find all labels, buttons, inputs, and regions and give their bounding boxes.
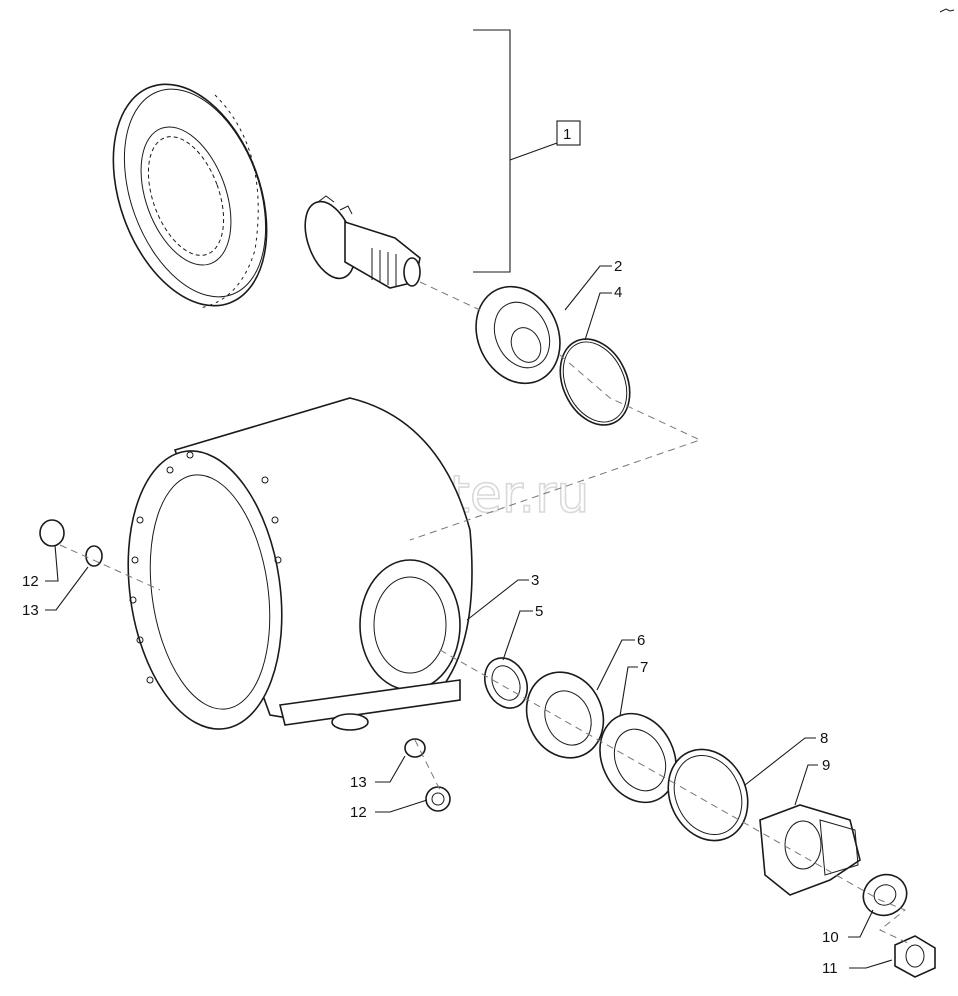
pinion-gear: [304, 195, 421, 289]
axle-housing: [127, 397, 473, 731]
callout-12-top: 12: [22, 573, 39, 590]
callout-13-top: 13: [22, 602, 39, 619]
plug-12-bottom: [425, 786, 451, 812]
callout-5: 5: [535, 603, 543, 620]
callout-7: 7: [640, 659, 648, 676]
shield-8: [667, 748, 749, 842]
yoke-9: [759, 804, 861, 896]
callout-12-bottom: 12: [350, 804, 367, 821]
washer-13-bottom: [404, 738, 426, 758]
ring-gear: [112, 83, 268, 309]
bearing-2: [475, 285, 561, 385]
washer-10: [862, 873, 908, 917]
callout-4: 4: [614, 284, 622, 301]
callout-3: 3: [531, 572, 539, 589]
plug-12-top: [39, 519, 65, 547]
group-label-box: [556, 120, 581, 146]
callout-leaders: [45, 265, 893, 969]
seal-7: [599, 712, 677, 804]
callout-8: 8: [820, 730, 828, 747]
callout-9: 9: [822, 757, 830, 774]
spacer-5: [484, 657, 528, 709]
callout-labels: 2 4 3 5 6 7 8 9 10 11 12 13 13 12: [22, 258, 839, 977]
group-bracket: 1: [473, 29, 581, 273]
o-ring-4: [559, 338, 631, 426]
corner-mark: [939, 8, 955, 13]
assembly-axis-lines: [59, 281, 913, 946]
callout-13-bottom: 13: [350, 774, 367, 791]
nut-11: [894, 935, 936, 978]
callout-11: 11: [822, 960, 838, 977]
group-label: 1: [563, 126, 571, 143]
callout-10: 10: [822, 929, 839, 946]
bearing-6: [525, 671, 605, 759]
callout-2: 2: [614, 258, 622, 275]
washer-13-top: [85, 545, 103, 567]
callout-6: 6: [637, 632, 645, 649]
